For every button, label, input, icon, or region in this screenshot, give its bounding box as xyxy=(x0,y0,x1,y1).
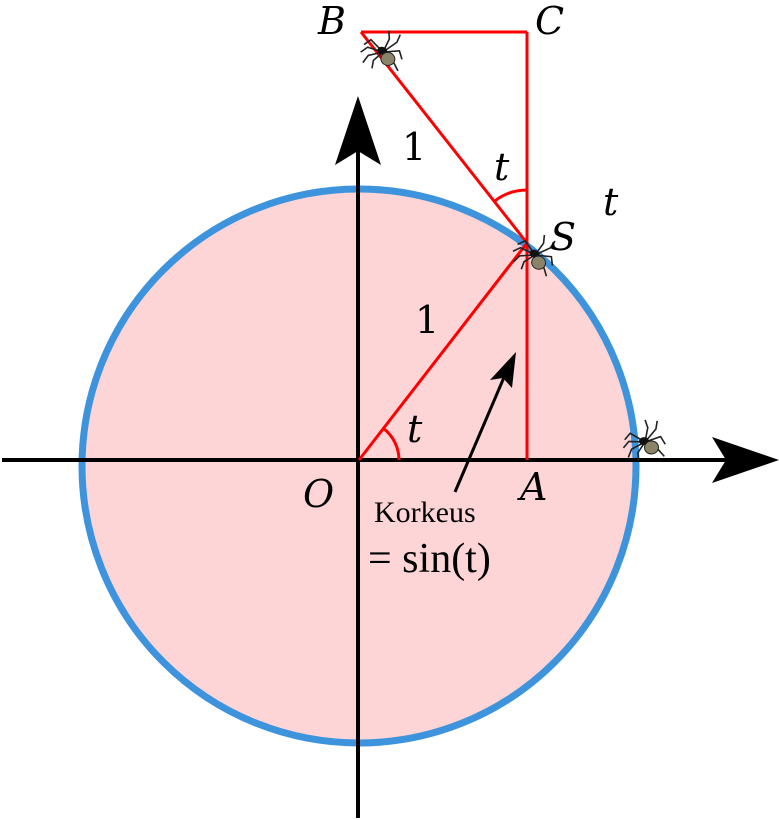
x-axis-arrowhead xyxy=(712,437,779,483)
radius-OS xyxy=(357,242,529,461)
length-label-BS: 1 xyxy=(402,125,426,169)
y-axis-arrowhead xyxy=(335,96,381,165)
angle-label-O: t xyxy=(407,407,423,451)
arc-length-label: t xyxy=(603,180,619,224)
length-label-OS: 1 xyxy=(415,298,439,342)
annotation-sin-label: = sin(t) xyxy=(368,536,491,582)
angle-label-S: t xyxy=(494,145,510,189)
spider-icon xyxy=(357,25,408,74)
annotation-height-label: Korkeus xyxy=(374,496,476,529)
annotation-arrowhead xyxy=(490,352,516,388)
angle-arc-S xyxy=(493,188,528,203)
point-label-C: C xyxy=(535,0,564,43)
annotation-arrow-line xyxy=(453,374,507,493)
angle-arc-O xyxy=(382,427,401,461)
point-label-B: B xyxy=(317,0,346,43)
point-label-S: S xyxy=(550,215,576,259)
point-label-O: O xyxy=(303,472,334,516)
point-label-A: A xyxy=(517,465,547,509)
segment-BS xyxy=(359,31,529,244)
